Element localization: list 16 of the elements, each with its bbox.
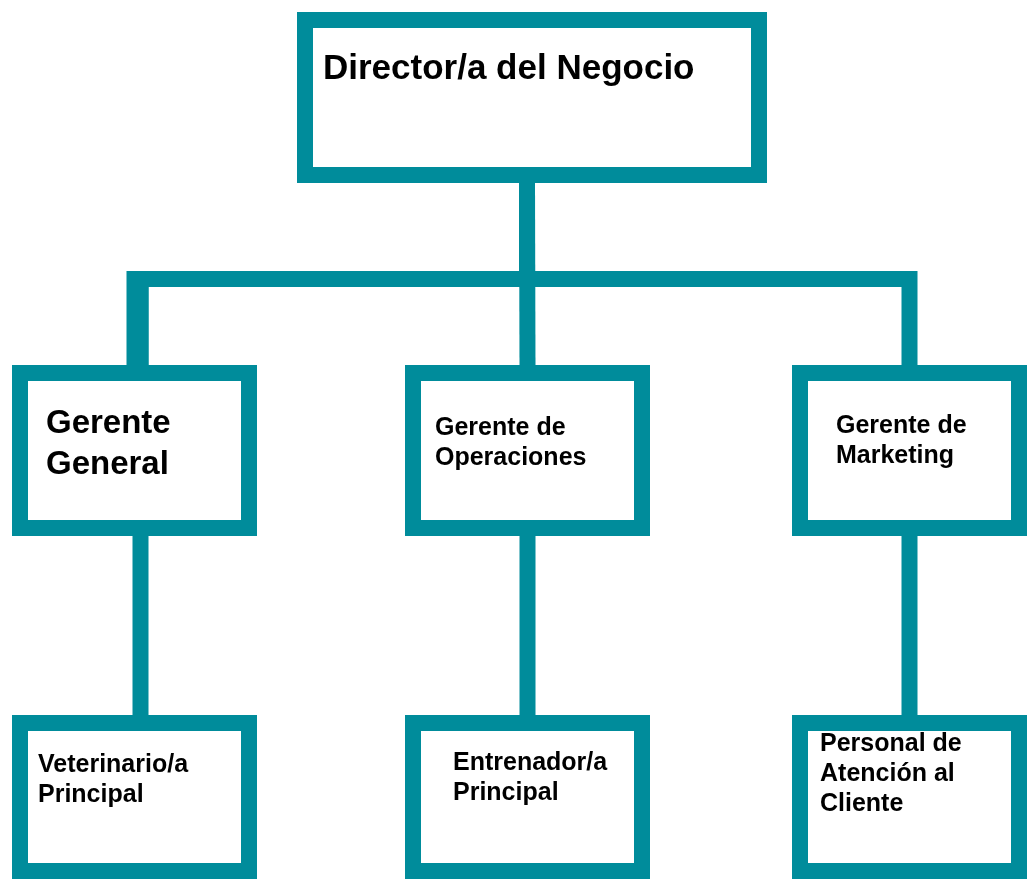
role-title: Entrenador/a Principal — [453, 746, 609, 806]
role-title: Veterinario/a Principal — [38, 748, 190, 808]
role-box — [792, 365, 1027, 536]
role-title: Gerente de Marketing — [836, 409, 968, 469]
role-box — [297, 12, 767, 183]
role-title: Personal de Atención al Cliente — [820, 727, 963, 817]
role-box — [405, 715, 650, 879]
role-box — [792, 715, 1027, 879]
role-box — [12, 715, 257, 879]
role-box — [12, 365, 257, 536]
role-title: Gerente de Operaciones — [435, 411, 588, 471]
role-title: Director/a del Negocio — [323, 46, 696, 88]
connector-line — [519, 536, 536, 715]
connector-line — [901, 536, 918, 715]
role-box — [405, 365, 650, 536]
role-title: Gerente General — [46, 402, 172, 484]
